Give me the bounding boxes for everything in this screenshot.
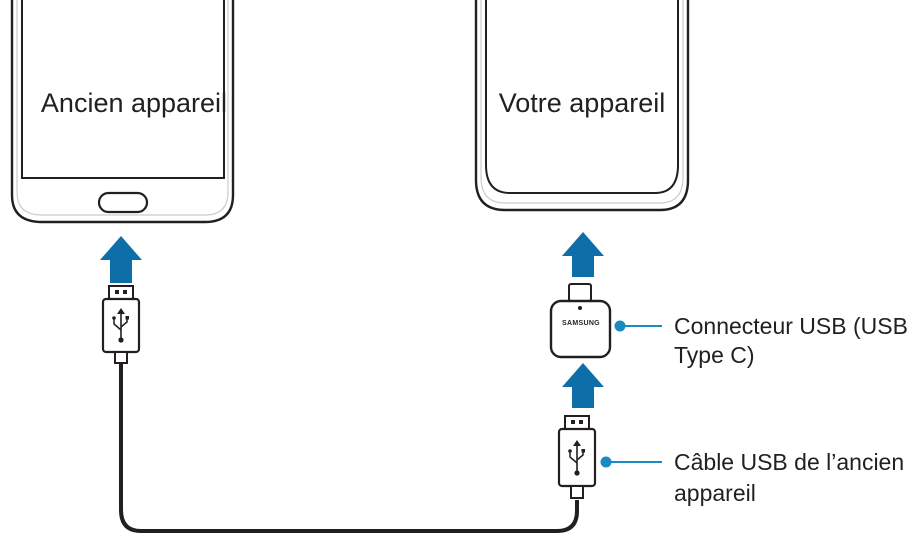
new-device: Votre appareil — [474, 0, 690, 212]
callout-connector-line2: Type C) — [674, 342, 755, 368]
new-device-label: Votre appareil — [499, 88, 666, 118]
usb-icon — [568, 440, 585, 476]
callout-cable-line1: Câble USB de l’ancien — [674, 449, 904, 475]
adapter-brand: SAMSUNG — [562, 320, 600, 327]
svg-text:Type C): Type C) — [674, 342, 755, 368]
svg-text:Câble USB de l’ancien: Câble USB de l’ancien — [674, 449, 904, 475]
old-device: Ancien appareil — [10, 0, 235, 224]
arrow-up-icon — [100, 236, 142, 283]
right-usb-plug — [557, 415, 597, 499]
usb-cable — [119, 363, 579, 533]
usb-icon — [112, 308, 129, 343]
arrow-up-icon — [562, 363, 604, 408]
svg-text:appareil: appareil — [674, 480, 756, 506]
home-button — [97, 191, 149, 214]
arrow-up-icon — [562, 232, 604, 277]
old-device-label: Ancien appareil — [41, 88, 227, 118]
left-usb-plug — [101, 285, 141, 364]
callout-cable-line2: appareil — [674, 480, 756, 506]
callout-connector: Connecteur USB (USB Type C) — [614, 313, 908, 368]
usb-type-c-adapter: SAMSUNG — [549, 283, 612, 359]
svg-text:Connecteur USB (USB: Connecteur USB (USB — [674, 313, 908, 339]
callout-cable: Câble USB de l’ancien appareil — [600, 449, 904, 506]
callout-connector-line1: Connecteur USB (USB — [674, 313, 908, 339]
